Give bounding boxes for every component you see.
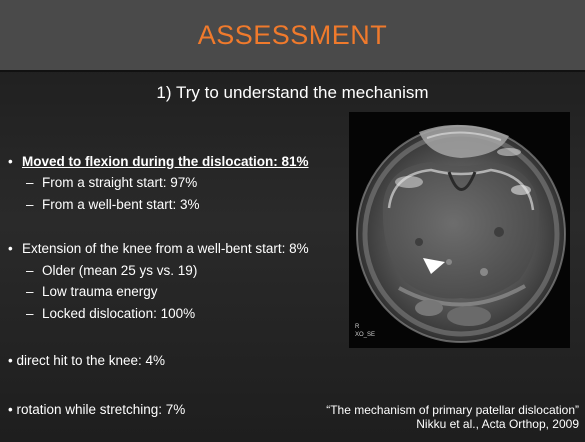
bullet-flexion: • Moved to flexion during the dislocation…: [8, 154, 309, 170]
bullet-glyph: •: [8, 241, 13, 256]
knee-mri-image: R XO_SE: [349, 112, 570, 348]
bullet-glyph: •: [8, 154, 13, 169]
bullet-direct-hit: • direct hit to the knee: 4%: [8, 353, 166, 368]
title-bar: [0, 0, 585, 72]
dash-glyph: –: [26, 284, 34, 299]
mri-arrowhead-marker: [423, 258, 445, 274]
subbullet-older-text: Older (mean 25 ys vs. 19): [42, 263, 198, 278]
bullet-rotation: • rotation while stretching: 7%: [8, 402, 186, 417]
bullet-extension: • Extension of the knee from a well-bent …: [8, 241, 309, 257]
bullet-flexion-text: Moved to flexion during the dislocation:…: [22, 154, 309, 169]
subbullet-straight-start-text: From a straight start: 97%: [42, 175, 198, 190]
subbullet-locked: –Locked dislocation: 100%: [26, 306, 195, 322]
subbullet-locked-text: Locked dislocation: 100%: [42, 306, 196, 321]
dash-glyph: –: [26, 306, 34, 321]
citation: “The mechanism of primary patellar dislo…: [326, 403, 579, 431]
mri-femur-condyles: [382, 162, 540, 299]
subbullet-low-trauma-text: Low trauma energy: [42, 284, 158, 299]
citation-source: Nikku et al., Acta Orthop, 2009: [416, 417, 579, 431]
dash-glyph: –: [26, 263, 34, 278]
slide-subtitle: 1) Try to understand the mechanism: [156, 83, 429, 102]
subbullet-bent-start: –From a well-bent start: 3%: [26, 197, 200, 213]
subbullet-bent-start-text: From a well-bent start: 3%: [42, 197, 200, 212]
subbullet-older: –Older (mean 25 ys vs. 19): [26, 263, 197, 279]
bullet-extension-text: Extension of the knee from a well-bent s…: [22, 241, 309, 256]
mri-corner-text: R: [355, 324, 360, 330]
citation-title: “The mechanism of primary patellar dislo…: [326, 403, 579, 417]
svg-text:XO_SE: XO_SE: [355, 332, 375, 338]
subbullet-low-trauma: –Low trauma energy: [26, 284, 158, 300]
subbullet-straight-start: –From a straight start: 97%: [26, 175, 197, 191]
dash-glyph: –: [26, 197, 34, 212]
slide-title: ASSESSMENT: [197, 20, 388, 50]
dash-glyph: –: [26, 175, 34, 190]
